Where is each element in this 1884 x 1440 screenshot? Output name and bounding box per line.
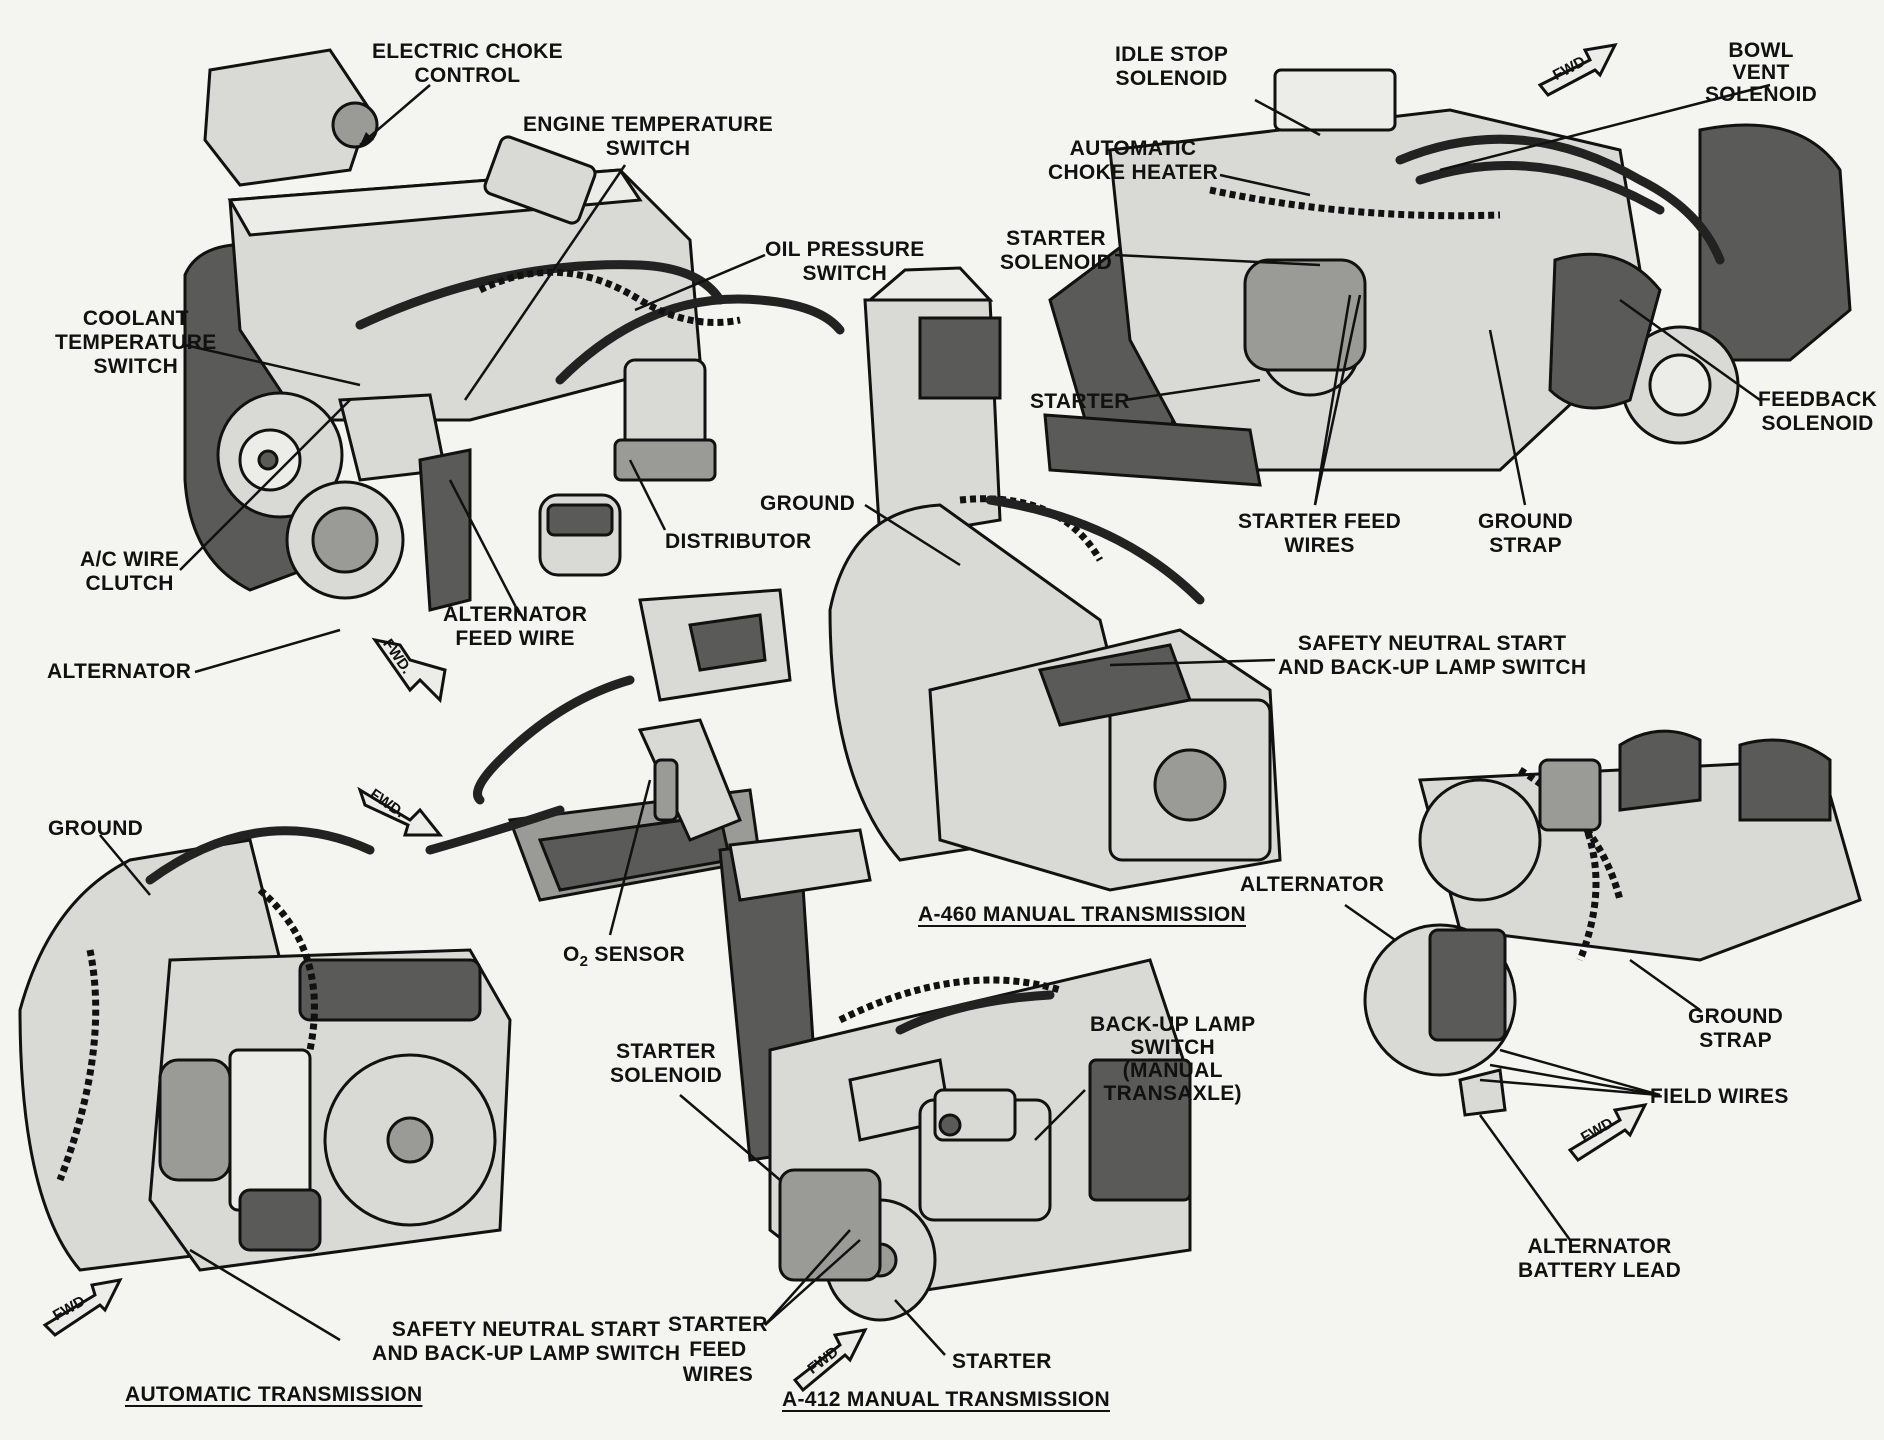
starter-solenoid-label-a412: STARTER SOLENOID bbox=[610, 1040, 723, 1087]
a460-caption: A-460 MANUAL TRANSMISSION bbox=[918, 903, 1246, 926]
ground-label-a460: GROUND bbox=[760, 492, 856, 515]
electric-choke-control-label: ELECTRIC CHOKE CONTROL bbox=[372, 40, 563, 87]
starter-solenoid-label-right: STARTER SOLENOID bbox=[1000, 227, 1113, 274]
alternator-right-illustration bbox=[1363, 729, 1862, 1117]
alternator-label-right: ALTERNATOR bbox=[1240, 873, 1385, 896]
automatic-choke-heater-label: AUTOMATIC CHOKE HEATER bbox=[1048, 137, 1219, 184]
idle-stop-solenoid-label: IDLE STOP SOLENOID bbox=[1115, 43, 1229, 90]
oil-pressure-switch-label: OIL PRESSURE SWITCH bbox=[765, 238, 925, 285]
ground-strap-label-right: GROUND STRAP bbox=[1478, 510, 1574, 557]
ground-strap-label-alternator: GROUND STRAP bbox=[1688, 1005, 1784, 1052]
safety-neutral-start-label-automatic: SAFETY NEUTRAL START AND BACK-UP LAMP SW… bbox=[372, 1318, 681, 1365]
automatic-illustration bbox=[18, 826, 512, 1272]
field-wires-label: FIELD WIRES bbox=[1650, 1085, 1789, 1108]
fwd-arrows bbox=[42, 43, 1648, 1393]
coolant-temperature-switch-label: COOLANT TEMPERATURE SWITCH bbox=[55, 307, 217, 378]
distributor-label: DISTRIBUTOR bbox=[665, 530, 812, 553]
feedback-solenoid-label: FEEDBACK SOLENOID bbox=[1758, 388, 1878, 435]
o2-subscript: 2 bbox=[579, 953, 589, 971]
starter-label-a412: STARTER bbox=[952, 1350, 1052, 1373]
starter-feed-wires-label-right: STARTER FEED WIRES bbox=[1238, 510, 1402, 557]
o2-sensor-illustration bbox=[425, 588, 792, 902]
ground-label-automatic: GROUND bbox=[48, 817, 144, 840]
engine-temperature-switch-label: ENGINE TEMPERATURE SWITCH bbox=[523, 113, 774, 160]
alternator-feed-wire-label: ALTERNATOR FEED WIRE bbox=[443, 603, 588, 650]
backup-lamp-switch-label: BACK-UP LAMP SWITCH (MANUAL TRANSAXLE) bbox=[1090, 1013, 1256, 1105]
starter-label-right: STARTER bbox=[1030, 390, 1130, 413]
alternator-battery-lead-label: ALTERNATOR BATTERY LEAD bbox=[1518, 1235, 1682, 1282]
safety-neutral-start-label-a460: SAFETY NEUTRAL START AND BACK-UP LAMP SW… bbox=[1278, 632, 1587, 679]
starter-feed-wires-label-a412: STARTER FEED WIRES bbox=[668, 1313, 768, 1386]
a412-illustration bbox=[718, 828, 1192, 1322]
a412-caption: A-412 MANUAL TRANSMISSION bbox=[782, 1388, 1110, 1411]
leader-lines bbox=[99, 83, 1771, 1356]
engine-left-illustration bbox=[183, 48, 845, 612]
automatic-caption: AUTOMATIC TRANSMISSION bbox=[125, 1383, 423, 1406]
o2-sensor-label: O2 SENSOR bbox=[563, 943, 685, 971]
ac-wire-clutch-label: A/C WIRE CLUTCH bbox=[80, 548, 180, 595]
alternator-label-left: ALTERNATOR bbox=[47, 660, 192, 683]
a460-illustration bbox=[828, 266, 1282, 892]
bowl-vent-solenoid-label: BOWL VENT SOLENOID bbox=[1705, 39, 1818, 106]
engine-right-illustration bbox=[1043, 68, 1852, 487]
